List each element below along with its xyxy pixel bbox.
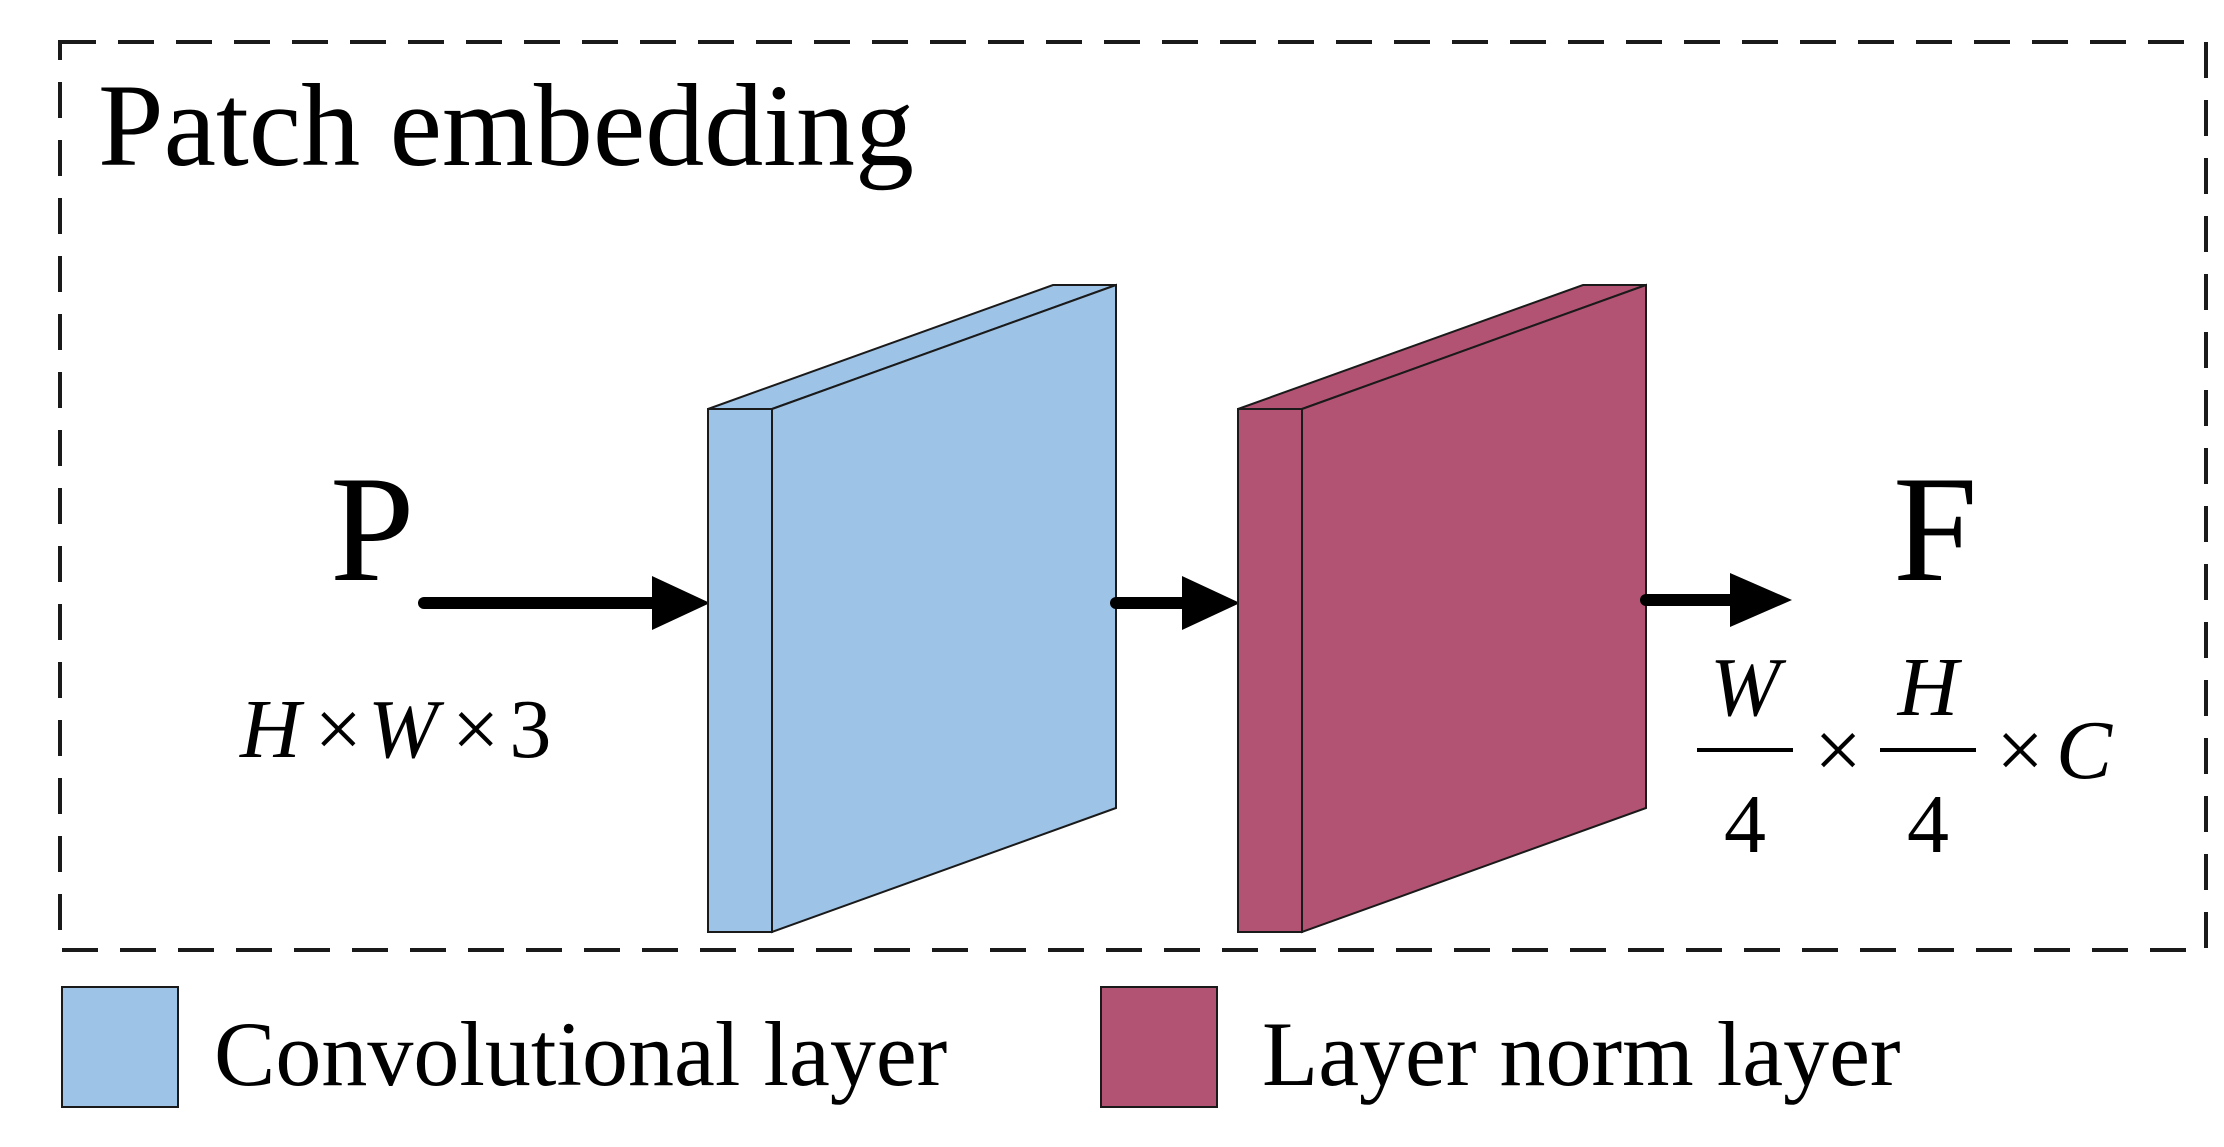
legend-swatch-conv — [61, 986, 179, 1108]
output-h-numerator: H — [1897, 641, 1963, 734]
output-c: C — [2056, 704, 2113, 797]
arrow-input-to-conv — [418, 576, 710, 630]
output-w-denominator: 4 — [1724, 778, 1766, 871]
legend: Convolutional layer Layer norm layer — [61, 986, 1901, 1108]
output-w-numerator: W — [1710, 641, 1787, 734]
arrow-conv-to-norm — [1110, 576, 1240, 630]
conv-layer-front-face — [707, 408, 773, 933]
output-dims: W 4 × H 4 × C — [1697, 641, 2113, 871]
output-times-1: × — [1814, 704, 1861, 797]
diagram-title: Patch embedding — [98, 60, 914, 191]
output-symbol: F — [1893, 445, 1978, 613]
conv-layer-block — [707, 283, 1117, 934]
legend-swatch-norm — [1100, 986, 1218, 1108]
output-times-2: × — [1996, 704, 2043, 797]
output-h-denominator: 4 — [1907, 778, 1949, 871]
legend-label-norm: Layer norm layer — [1262, 1003, 1901, 1105]
norm-layer-front-face — [1237, 408, 1303, 933]
arrow-norm-to-output — [1640, 573, 1792, 627]
legend-label-conv: Convolutional layer — [214, 1003, 947, 1105]
input-dims: H×W×3 — [239, 683, 551, 776]
norm-layer-block — [1237, 283, 1647, 934]
input-symbol: P — [330, 445, 415, 613]
dashed-frame — [58, 40, 2208, 952]
